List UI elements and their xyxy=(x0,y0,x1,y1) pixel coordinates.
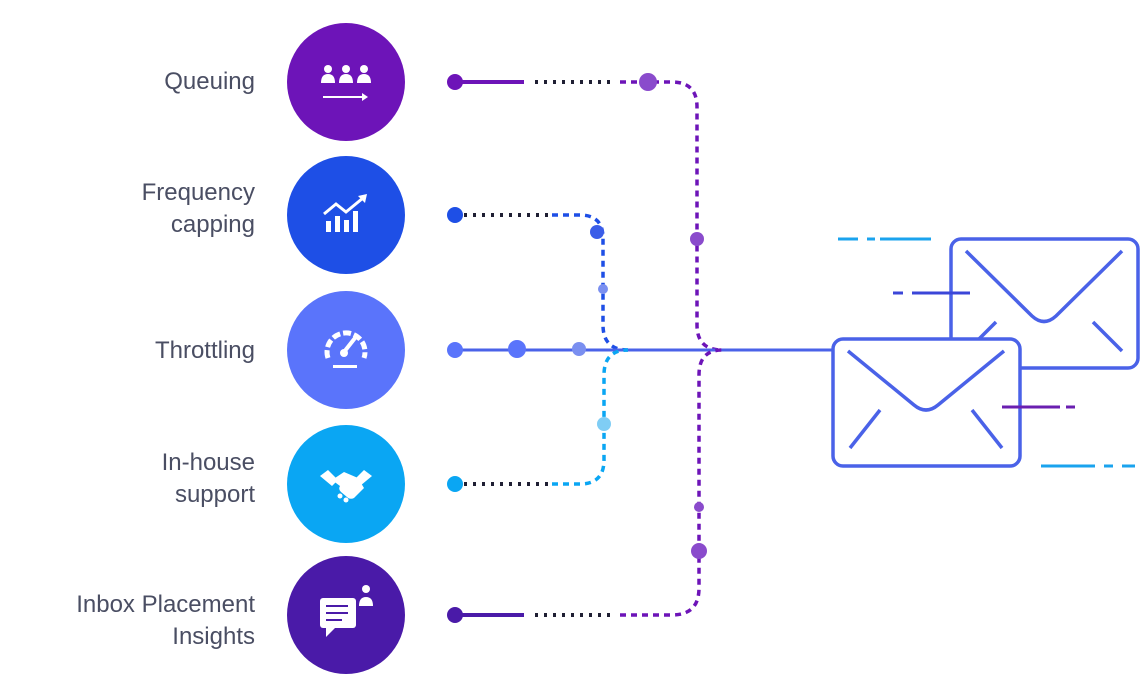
connector-throttling xyxy=(447,340,834,358)
feature-throttling xyxy=(287,291,405,409)
growth-chart-icon xyxy=(323,194,367,232)
feature-queuing xyxy=(287,23,405,141)
people-queue-icon xyxy=(321,65,371,101)
speed-lines xyxy=(838,237,1135,468)
speedometer-icon xyxy=(324,330,368,368)
chat-list-icon xyxy=(320,585,373,637)
connector-inbox-placement-insights xyxy=(447,348,723,623)
connector-in-house-support xyxy=(447,348,629,492)
connector-frequency-capping xyxy=(447,207,629,352)
feature-label-in-house-support: In-house support xyxy=(161,449,255,508)
feature-frequency-capping xyxy=(287,156,405,274)
feature-label-frequency-capping: Frequency capping xyxy=(141,179,255,238)
feature-inbox-placement-insights xyxy=(287,556,405,674)
envelope-icon-back xyxy=(949,237,1140,370)
feature-label-inbox-placement-insights: Inbox Placement Insights xyxy=(76,591,255,650)
handshake-icon xyxy=(320,470,372,503)
envelope-icon-front xyxy=(831,337,1022,468)
connector-queuing xyxy=(447,73,723,352)
feature-label-queuing: Queuing xyxy=(164,68,255,95)
frequency-capping-circle xyxy=(287,156,405,274)
feature-in-house-support xyxy=(287,425,405,543)
feature-label-throttling: Throttling xyxy=(154,337,255,364)
